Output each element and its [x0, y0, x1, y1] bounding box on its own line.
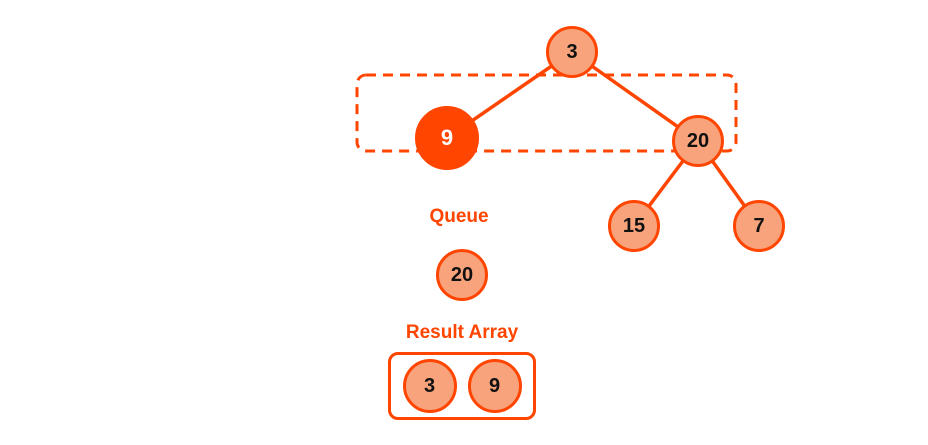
queue-label: Queue	[429, 206, 489, 227]
tree-node-leaf-right: 7	[733, 200, 785, 252]
tree-node-leaf-left: 15	[608, 200, 660, 252]
tree-node-current-highlighted: 9	[415, 106, 479, 170]
result-array-item-node: 9	[467, 359, 522, 413]
tree-node-root: 3	[546, 26, 598, 78]
tree-node-right-child: 20	[672, 115, 724, 167]
result-array-label: Result Array	[405, 322, 519, 343]
level-highlight-box	[355, 73, 738, 153]
result-array-box: 3 9	[388, 352, 536, 420]
queue-item-node: 20	[436, 249, 488, 301]
result-array-item-node: 3	[402, 359, 457, 413]
